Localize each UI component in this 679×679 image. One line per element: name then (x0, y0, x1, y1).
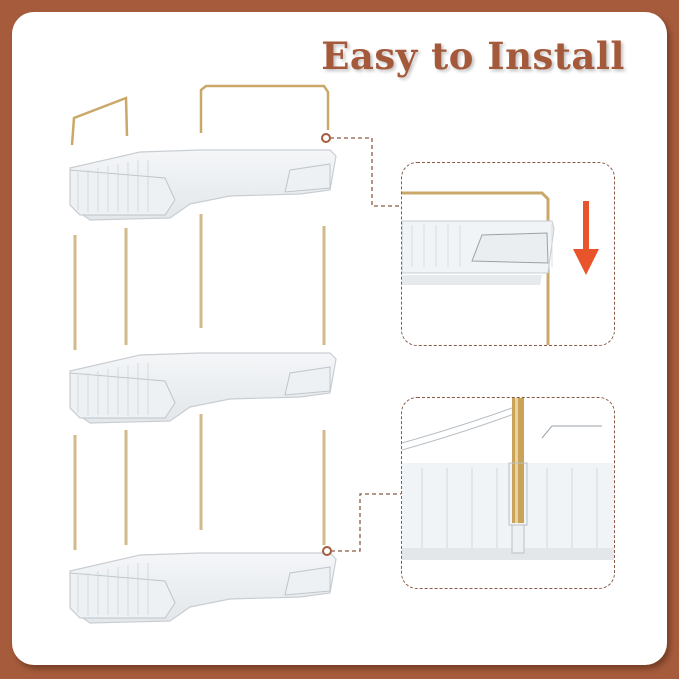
bottom-shelf (69, 552, 337, 624)
callout-connector-bottom (331, 493, 402, 552)
middle-shelf (69, 352, 337, 424)
callout-connector-top (330, 137, 402, 207)
product-card: Easy to Install (12, 12, 667, 665)
title: Easy to Install (321, 34, 625, 78)
inset-rod-socket-detail (401, 397, 615, 589)
rods-lower (73, 414, 326, 550)
inset-rod-insert-detail (401, 162, 615, 346)
callout-dot-bottom (322, 546, 332, 556)
callout-dot-top (321, 133, 331, 143)
top-frame (70, 84, 330, 146)
exploded-assembly-diagram (69, 84, 402, 624)
top-shelf (69, 149, 337, 221)
down-arrow-icon (573, 201, 599, 275)
rods-upper (73, 214, 326, 350)
